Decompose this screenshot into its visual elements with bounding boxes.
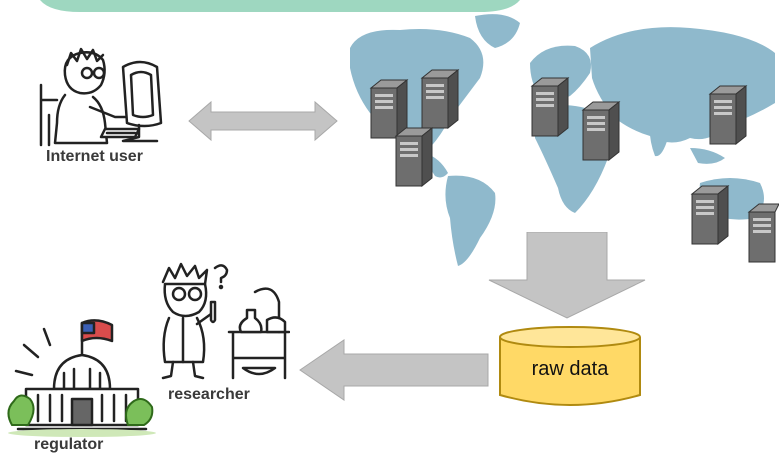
regulator-label: regulator (34, 436, 104, 453)
server-icon (369, 78, 409, 140)
top-band (40, 0, 520, 12)
database-icon (499, 326, 641, 406)
server-icon (394, 126, 434, 188)
down-arrow (488, 232, 646, 319)
bidirectional-arrow (188, 100, 338, 142)
server-icon (708, 84, 748, 146)
capitol-building-icon (7, 319, 156, 437)
server-icon (420, 68, 460, 130)
server-icon (747, 203, 779, 263)
left-arrow (299, 339, 489, 401)
internet-user-label: Internet user (46, 148, 143, 165)
user-at-computer-icon (39, 47, 163, 147)
raw-data-label: raw data (531, 358, 609, 380)
server-icon (581, 100, 621, 162)
server-icon (530, 76, 570, 138)
researcher-icon (161, 262, 290, 380)
researcher-label: researcher (168, 386, 250, 403)
server-icon (690, 184, 730, 246)
